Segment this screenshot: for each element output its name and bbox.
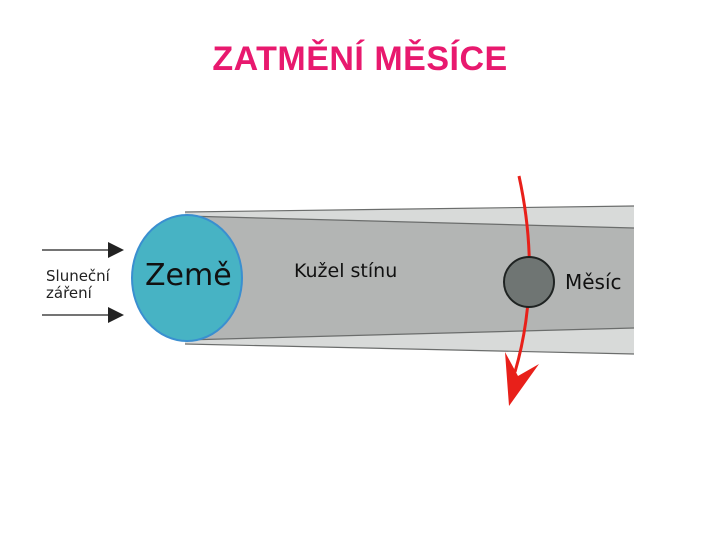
sunlight-label-line2: záření [46,284,93,302]
sunlight-label-line1: Sluneční [46,267,111,285]
arrow-right-icon [108,242,124,258]
moon-circle [503,256,555,308]
slide-title: ZATMĚNÍ MĚSÍCE [212,40,508,78]
arrow-right-icon [108,307,124,323]
penumbra-edge-bottom [184,343,635,355]
earth-label: Země [145,258,232,293]
shadow-cone-label: Kužel stínu [294,260,397,282]
orbit-arrowhead [505,352,539,406]
sunlight-arrows [42,242,124,323]
penumbra-edge-top [184,205,635,213]
shadow-cone [185,216,634,340]
umbra-edge-bottom [184,327,635,341]
moon-label: Měsíc [565,270,622,294]
earth-circle [131,214,243,342]
umbra-edge-top [184,215,635,229]
